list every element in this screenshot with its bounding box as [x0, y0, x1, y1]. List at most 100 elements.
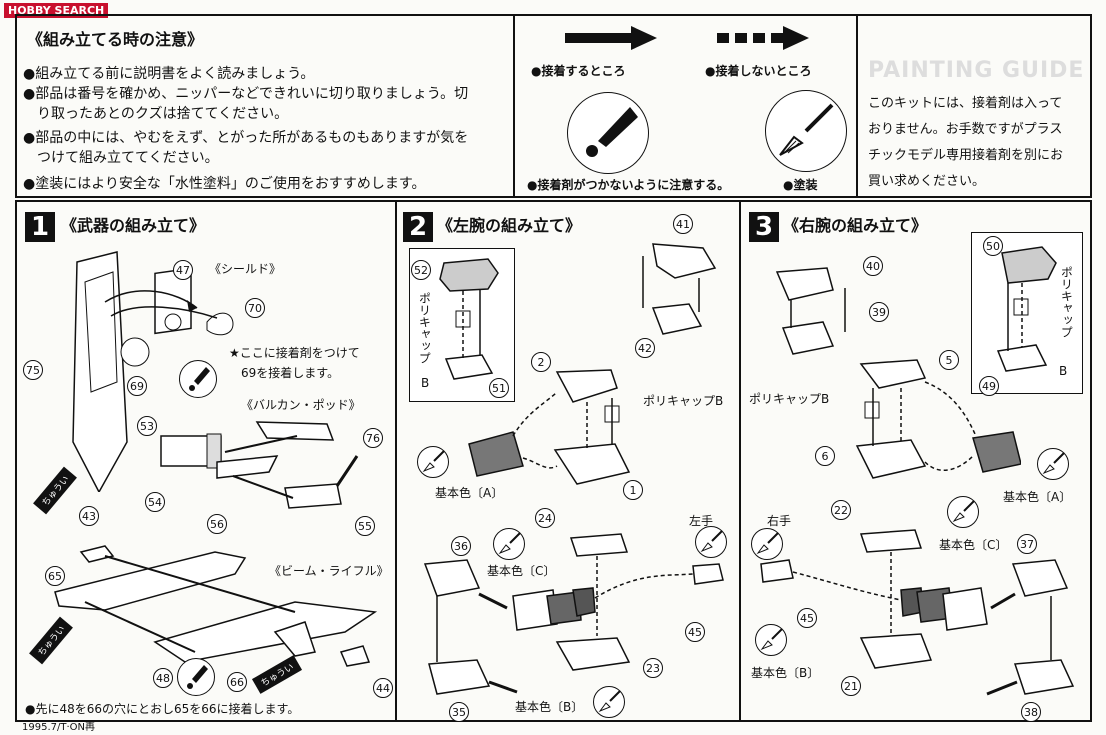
part-70: 70	[245, 298, 265, 318]
part-35: 35	[449, 702, 469, 722]
shield-drawing	[72, 251, 234, 492]
beam-rifle-drawing	[54, 545, 378, 667]
part-49: 49	[979, 376, 999, 396]
part-45: 45	[685, 622, 705, 642]
part-53: 53	[137, 416, 157, 436]
step2-base-a-label: 基本色〔A〕	[435, 486, 504, 500]
part-51: 51	[489, 378, 509, 398]
step1-caution-icon	[179, 360, 217, 398]
step1-panel: 1 《武器の組み立て》 47 《シールド》 70 75 69 ★ここに接着剤をつ…	[15, 200, 397, 722]
watermark-text: HOBBY SEARCH	[8, 4, 105, 17]
notes-panel: 《組み立てる時の注意》 ●組み立てる前に説明書をよく読みましょう。 ●部品は番号…	[15, 14, 515, 198]
step3-title: 《右腕の組み立て》	[783, 216, 928, 235]
part-66: 66	[227, 672, 247, 692]
caution-exclamation-icon	[567, 92, 649, 174]
step2-polycap-vertical-b: B	[421, 376, 430, 390]
part-21: 21	[841, 676, 861, 696]
part-37: 37	[1017, 534, 1037, 554]
step2-left-hand-label: 左手	[689, 514, 714, 528]
part-55: 55	[355, 516, 375, 536]
part-2: 2	[531, 352, 551, 372]
shield-label: 《シールド》	[209, 262, 282, 276]
notes-item-2: ●部品は番号を確かめ、ニッパーなどできれいに切り取りましょう。切	[23, 86, 469, 102]
painting-guide-line-2: おりません。お手数ですがプラス	[868, 122, 1063, 137]
part-5: 5	[939, 350, 959, 370]
notes-item-6: ●塗装にはより安全な「水性塗料」のご使用をおすすめします。	[23, 176, 426, 192]
notes-item-3: り取ったあとのクズは捨ててください。	[23, 106, 289, 122]
step2-number: 2	[403, 212, 433, 242]
step2-polycap-vertical: ポリキャップ	[417, 292, 432, 364]
vulcan-label: 《バルカン・ポッド》	[241, 398, 361, 412]
part-56: 56	[207, 514, 227, 534]
step3-lower-drawing	[760, 529, 1075, 696]
step3-brush-icon-b	[755, 624, 787, 656]
part-39: 39	[869, 302, 889, 322]
step2-brush-icon-hand	[695, 526, 727, 558]
part-40: 40	[863, 256, 883, 276]
part-76: 76	[363, 428, 383, 448]
part-1: 1	[623, 480, 643, 500]
legend-glue-label: ●接着するところ	[531, 64, 626, 78]
glue-note-2: 69を接着します。	[241, 366, 340, 380]
step2-polycap-label: ポリキャップB	[643, 394, 724, 408]
step1-footer-note: ●先に48を66の穴にとおし65を66に接着します。	[25, 702, 300, 716]
legend-paint-label: ●塗装	[783, 178, 818, 192]
part-42: 42	[635, 338, 655, 358]
part-44: 44	[373, 678, 393, 698]
step3-inset	[971, 232, 1083, 394]
part-23: 23	[643, 658, 663, 678]
painting-guide-header: PAINTING GUIDE	[868, 58, 1085, 83]
step3-base-b-label: 基本色〔B〕	[751, 666, 820, 680]
step2-upper-drawing	[468, 243, 717, 485]
step3-brush-icon-c	[947, 496, 979, 528]
step2-brush-icon-a	[417, 446, 449, 478]
part-36: 36	[451, 536, 471, 556]
step2-panel: 2 《左腕の組み立て》 52 ポリキャップ B 51 41 42 2 ポリキャッ…	[395, 200, 741, 722]
step1-caution-icon-2	[177, 658, 215, 696]
step3-polycap-vertical: ポリキャップ	[1059, 266, 1074, 338]
painting-guide-line-4: 買い求めください。	[868, 174, 986, 189]
step3-upper-drawing	[775, 267, 1021, 479]
step2-base-c-label: 基本色〔C〕	[487, 564, 556, 578]
step3-base-a-label: 基本色〔A〕	[1003, 490, 1072, 504]
step1-title: 《武器の組み立て》	[61, 216, 206, 235]
step3-polycap-vertical-b: B	[1059, 364, 1068, 378]
notes-item-5: つけて組み立ててください。	[23, 150, 219, 166]
noglue-dashed-arrow-icon	[717, 26, 809, 50]
part-43: 43	[79, 506, 99, 526]
painting-guide-line-1: このキットには、接着剤は入って	[868, 96, 1063, 111]
part-41: 41	[673, 214, 693, 234]
step2-base-b-label: 基本色〔B〕	[515, 700, 584, 714]
part-45-right: 45	[797, 608, 817, 628]
step2-title: 《左腕の組み立て》	[437, 216, 582, 235]
print-date: 1995.7/T·ON再	[22, 722, 95, 733]
step2-lower-drawing	[423, 533, 724, 695]
step3-polycap-label: ポリキャップB	[749, 392, 830, 406]
rifle-label: 《ビーム・ライフル》	[269, 564, 389, 578]
step2-brush-icon-b	[593, 686, 625, 718]
vulcan-pod-drawing	[160, 421, 359, 509]
part-50: 50	[983, 236, 1003, 256]
part-22: 22	[831, 500, 851, 520]
glue-arrow-icon	[565, 26, 657, 50]
glue-note-1: ★ここに接着剤をつけて	[229, 346, 360, 360]
part-65: 65	[45, 566, 65, 586]
step1-number: 1	[25, 212, 55, 242]
notes-item-4: ●部品の中には、やむをえず、とがった所があるものもありますが気を	[23, 130, 469, 146]
notes-item-1: ●組み立てる前に説明書をよく読みましょう。	[23, 66, 315, 82]
legend-caution-label: ●接着剤がつかないように注意する。	[527, 178, 730, 192]
part-6: 6	[815, 446, 835, 466]
painting-guide-line-3: チックモデル専用接着剤を別にお	[868, 148, 1064, 163]
legend-panel: ●接着するところ ●接着しないところ ●接着剤がつかないように注意する。 ●塗装	[513, 14, 858, 198]
part-48: 48	[153, 668, 173, 688]
painting-guide-panel: PAINTING GUIDE このキットには、接着剤は入って おりません。お手数…	[856, 14, 1092, 198]
part-38: 38	[1021, 702, 1041, 722]
notes-title: 《組み立てる時の注意》	[27, 30, 204, 49]
step3-brush-icon-hand	[751, 528, 783, 560]
part-69: 69	[127, 376, 147, 396]
step3-panel: 3 《右腕の組み立て》 50 ポリキャップ B 49 40 39 5 ポリキャッ…	[739, 200, 1092, 722]
legend-noglue-label: ●接着しないところ	[705, 64, 812, 78]
paint-brush-icon	[765, 90, 847, 172]
part-54: 54	[145, 492, 165, 512]
step3-base-c-label: 基本色〔C〕	[939, 538, 1008, 552]
